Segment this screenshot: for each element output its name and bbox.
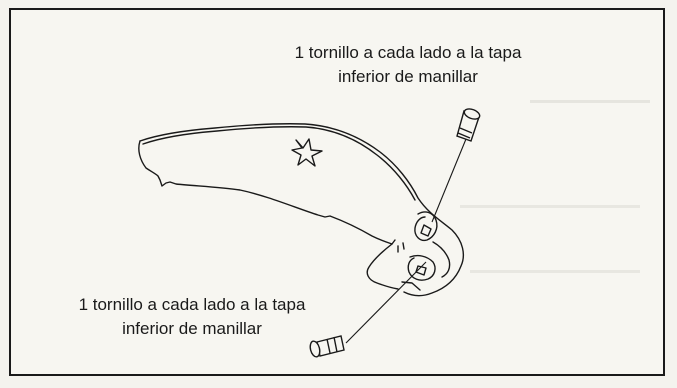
upper-leader-line bbox=[431, 138, 467, 223]
bleed-through-mark bbox=[470, 270, 640, 289]
lower-screw-callout: 1 tornillo a cada lado a la tapa inferio… bbox=[42, 293, 342, 341]
lower-leader-line bbox=[345, 261, 427, 344]
upper-callout-line-2: inferior de manillar bbox=[338, 67, 478, 86]
upper-callout-line-1: 1 tornillo a cada lado a la tapa bbox=[294, 43, 522, 62]
lower-callout-line-2: inferior de manillar bbox=[122, 319, 262, 338]
bleed-through-mark bbox=[530, 100, 650, 119]
leader-lines bbox=[345, 138, 467, 344]
handlebar-lower-cover bbox=[138, 123, 464, 297]
figure-frame bbox=[9, 8, 665, 376]
bleed-through-mark bbox=[460, 205, 640, 224]
lower-screw-icon bbox=[309, 335, 345, 358]
upper-screw-callout: 1 tornillo a cada lado a la tapa inferio… bbox=[248, 41, 568, 89]
upper-screw-icon bbox=[456, 108, 481, 142]
lower-callout-line-1: 1 tornillo a cada lado a la tapa bbox=[78, 295, 306, 314]
